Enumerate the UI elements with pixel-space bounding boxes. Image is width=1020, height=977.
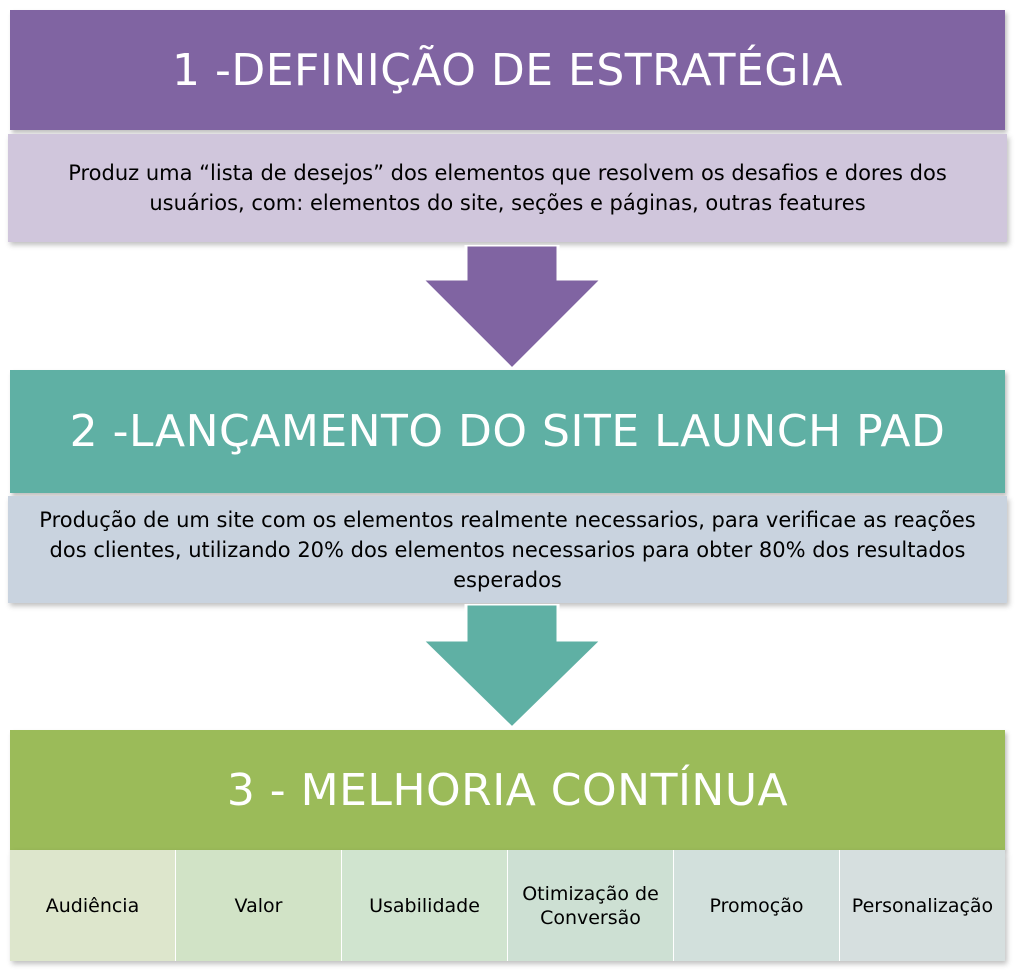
down-arrow-icon [418,604,606,731]
area-promocao: Promoção [674,850,840,961]
area-valor: Valor [176,850,342,961]
area-personalizacao: Personalização [840,850,1005,961]
stage3-title: 3 - MELHORIA CONTÍNUA [10,730,1005,850]
stage1-description: Produz uma “lista de desejos” dos elemen… [8,134,1007,242]
down-arrow-icon [418,245,606,372]
stage2-description: Produção de um site com os elementos rea… [8,496,1007,603]
area-usabilidade: Usabilidade [342,850,508,961]
stage1-title: 1 -DEFINIÇÃO DE ESTRATÉGIA [10,10,1005,130]
stage2-title: 2 -LANÇAMENTO DO SITE LAUNCH PAD [10,370,1005,493]
area-audiencia: Audiência [10,850,176,961]
area-otimizacao-conversao: Otimização de Conversão [508,850,674,961]
improvement-areas: Audiência Valor Usabilidade Otimização d… [10,850,1005,961]
